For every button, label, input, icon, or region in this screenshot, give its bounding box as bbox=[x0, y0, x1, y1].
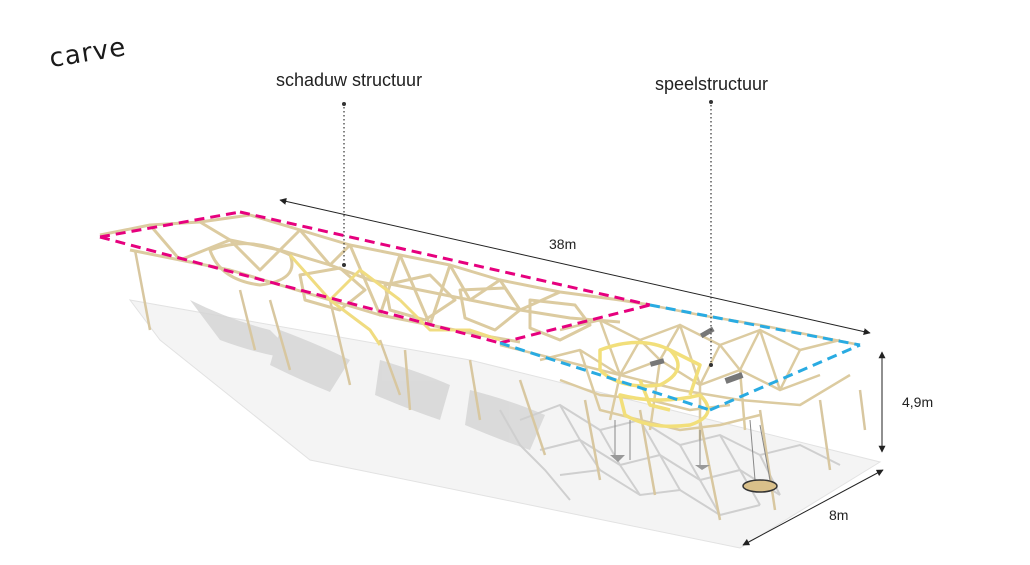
swing-seat bbox=[742, 479, 778, 493]
dimension-arrow-length bbox=[279, 197, 871, 336]
dimension-length: 38m bbox=[549, 236, 577, 252]
label-shade-structure: schaduw structuur bbox=[276, 70, 423, 90]
leader-dot-play-end bbox=[709, 363, 713, 367]
dimension-height: 4,9m bbox=[902, 394, 934, 410]
leader-dot-shade bbox=[342, 102, 346, 106]
leader-dot-play bbox=[709, 100, 713, 104]
ground-pads bbox=[610, 455, 710, 470]
leader-dot-shade-end bbox=[342, 263, 346, 267]
label-play-structure: speelstructuur bbox=[655, 74, 769, 94]
dimension-arrow-width bbox=[742, 469, 884, 546]
leader-lines bbox=[343, 105, 712, 362]
dimension-width: 8m bbox=[829, 507, 849, 523]
